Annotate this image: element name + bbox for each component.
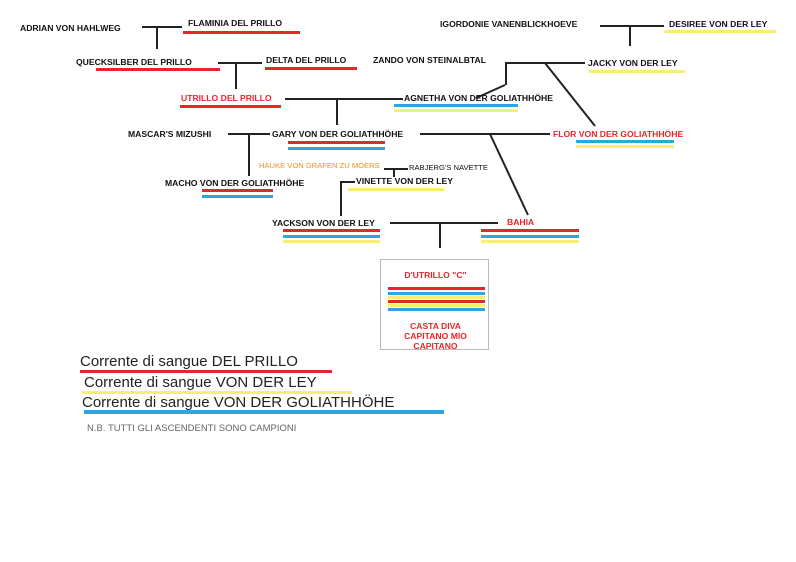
bloodline-bar-von-der-ley bbox=[388, 304, 485, 307]
dog-quecksilber: QUECKSILBER DEL PRILLO bbox=[76, 57, 192, 67]
dog-hauke: HAUKE VON GRAFEN ZU MOERS bbox=[259, 161, 380, 170]
legend-item-del-prillo: Corrente di sangue DEL PRILLO bbox=[80, 353, 298, 370]
bloodline-bar-von-der-ley bbox=[481, 240, 579, 243]
bloodline-bar-von-der-ley bbox=[348, 188, 444, 191]
bloodline-bar-del-prillo bbox=[265, 67, 357, 70]
dog-jacky: JACKY VON DER LEY bbox=[588, 58, 678, 68]
offspring-name: D'UTRILLO "C" bbox=[404, 270, 467, 280]
connector-line bbox=[544, 62, 596, 127]
connector-line bbox=[475, 84, 506, 99]
connector-line bbox=[340, 182, 342, 216]
connector-line bbox=[420, 133, 550, 135]
connector-line bbox=[336, 99, 338, 125]
connector-line bbox=[439, 223, 441, 248]
bloodline-bar-del-prillo bbox=[183, 31, 300, 34]
bloodline-bar-del-prillo bbox=[481, 229, 579, 232]
legend-item-von-der-ley: Corrente di sangue VON DER LEY bbox=[84, 374, 317, 391]
connector-line bbox=[489, 133, 529, 216]
bloodline-bar-del-prillo bbox=[202, 189, 273, 192]
connector-line bbox=[230, 133, 270, 135]
bloodline-bar-von-der-ley bbox=[576, 145, 674, 148]
bloodline-bar-goliathhohe bbox=[388, 308, 485, 311]
dog-adrian: ADRIAN VON HAHLWEG bbox=[20, 23, 121, 33]
bloodline-bar-del-prillo bbox=[388, 300, 485, 303]
connector-line bbox=[156, 27, 158, 49]
bloodline-bar-goliathhohe bbox=[394, 104, 518, 107]
bloodline-bar-goliathhohe bbox=[576, 140, 674, 143]
legend-item-goliathhohe: Corrente di sangue VON DER GOLIATHHÖHE bbox=[82, 394, 395, 411]
bloodline-bar-von-der-ley bbox=[388, 296, 485, 299]
legend-swatch-del-prillo bbox=[80, 370, 332, 373]
bloodline-bar-von-der-ley bbox=[664, 30, 776, 33]
offspring-subtitle-2: CAPITANO MIO CAPITANO bbox=[404, 331, 467, 351]
dog-utrillo: UTRILLO DEL PRILLO bbox=[181, 93, 272, 103]
connector-line bbox=[505, 63, 507, 85]
dog-flaminia: FLAMINIA DEL PRILLO bbox=[188, 18, 283, 28]
dog-vinette: VINETTE VON DER LEY bbox=[356, 176, 453, 186]
bloodline-bar-von-der-ley bbox=[394, 109, 518, 112]
bloodline-bar-goliathhohe bbox=[202, 195, 273, 198]
dog-gary: GARY VON DER GOLIATHHÖHE bbox=[272, 129, 404, 139]
connector-line bbox=[285, 98, 403, 100]
connector-line bbox=[390, 222, 498, 224]
dog-desiree: DESIREE VON DER LEY bbox=[669, 19, 768, 29]
bloodline-bar-von-der-ley bbox=[589, 70, 685, 73]
bloodline-bar-goliathhohe bbox=[481, 235, 579, 238]
connector-line bbox=[600, 25, 664, 27]
dog-flor: FLOR VON DER GOLIATHHÖHE bbox=[553, 129, 684, 139]
legend-swatch-goliathhohe bbox=[84, 410, 444, 414]
footnote: N.B. TUTTI GLI ASCENDENTI SONO CAMPIONI bbox=[87, 423, 297, 434]
bloodline-bar-goliathhohe bbox=[283, 235, 380, 238]
dog-macho: MACHO VON DER GOLIATHHÖHE bbox=[165, 178, 305, 188]
connector-line bbox=[248, 134, 250, 176]
bloodline-bar-goliathhohe bbox=[388, 292, 485, 295]
dog-rabjerg: RABJERG'S NAVETTE bbox=[409, 163, 488, 172]
bloodline-bar-von-der-ley bbox=[283, 240, 380, 243]
dog-igordonie: IGORDONIE VANENBLICKHOEVE bbox=[440, 19, 578, 29]
dog-agnetha: AGNETHA VON DER GOLIATHHÖHE bbox=[404, 93, 553, 103]
dog-bahia: BAHIA bbox=[507, 217, 535, 227]
connector-line bbox=[235, 63, 237, 89]
dog-delta: DELTA DEL PRILLO bbox=[266, 55, 347, 65]
connector-line bbox=[340, 181, 355, 183]
bloodline-bar-del-prillo bbox=[283, 229, 380, 232]
connector-line bbox=[384, 168, 408, 170]
dog-mascar: MASCAR'S MIZUSHI bbox=[128, 129, 212, 139]
dog-yackson: YACKSON VON DER LEY bbox=[272, 218, 375, 228]
connector-line bbox=[142, 26, 182, 28]
bloodline-bar-del-prillo bbox=[96, 68, 220, 71]
offspring-box: D'UTRILLO "C" CASTA DIVA CAPITANO MIO CA… bbox=[380, 259, 489, 351]
connector-line bbox=[629, 26, 631, 46]
connector-line bbox=[393, 169, 395, 177]
connector-line bbox=[218, 62, 262, 64]
dog-zando: ZANDO VON STEINALBTAL bbox=[373, 55, 486, 65]
bloodline-bar-goliathhohe bbox=[288, 147, 385, 150]
bloodline-bar-del-prillo bbox=[388, 287, 485, 290]
bloodline-bar-del-prillo bbox=[180, 105, 281, 108]
legend-swatch-von-der-ley bbox=[82, 391, 352, 394]
bloodline-bar-del-prillo bbox=[288, 141, 385, 144]
offspring-subtitle-1: CASTA DIVA bbox=[410, 321, 461, 331]
